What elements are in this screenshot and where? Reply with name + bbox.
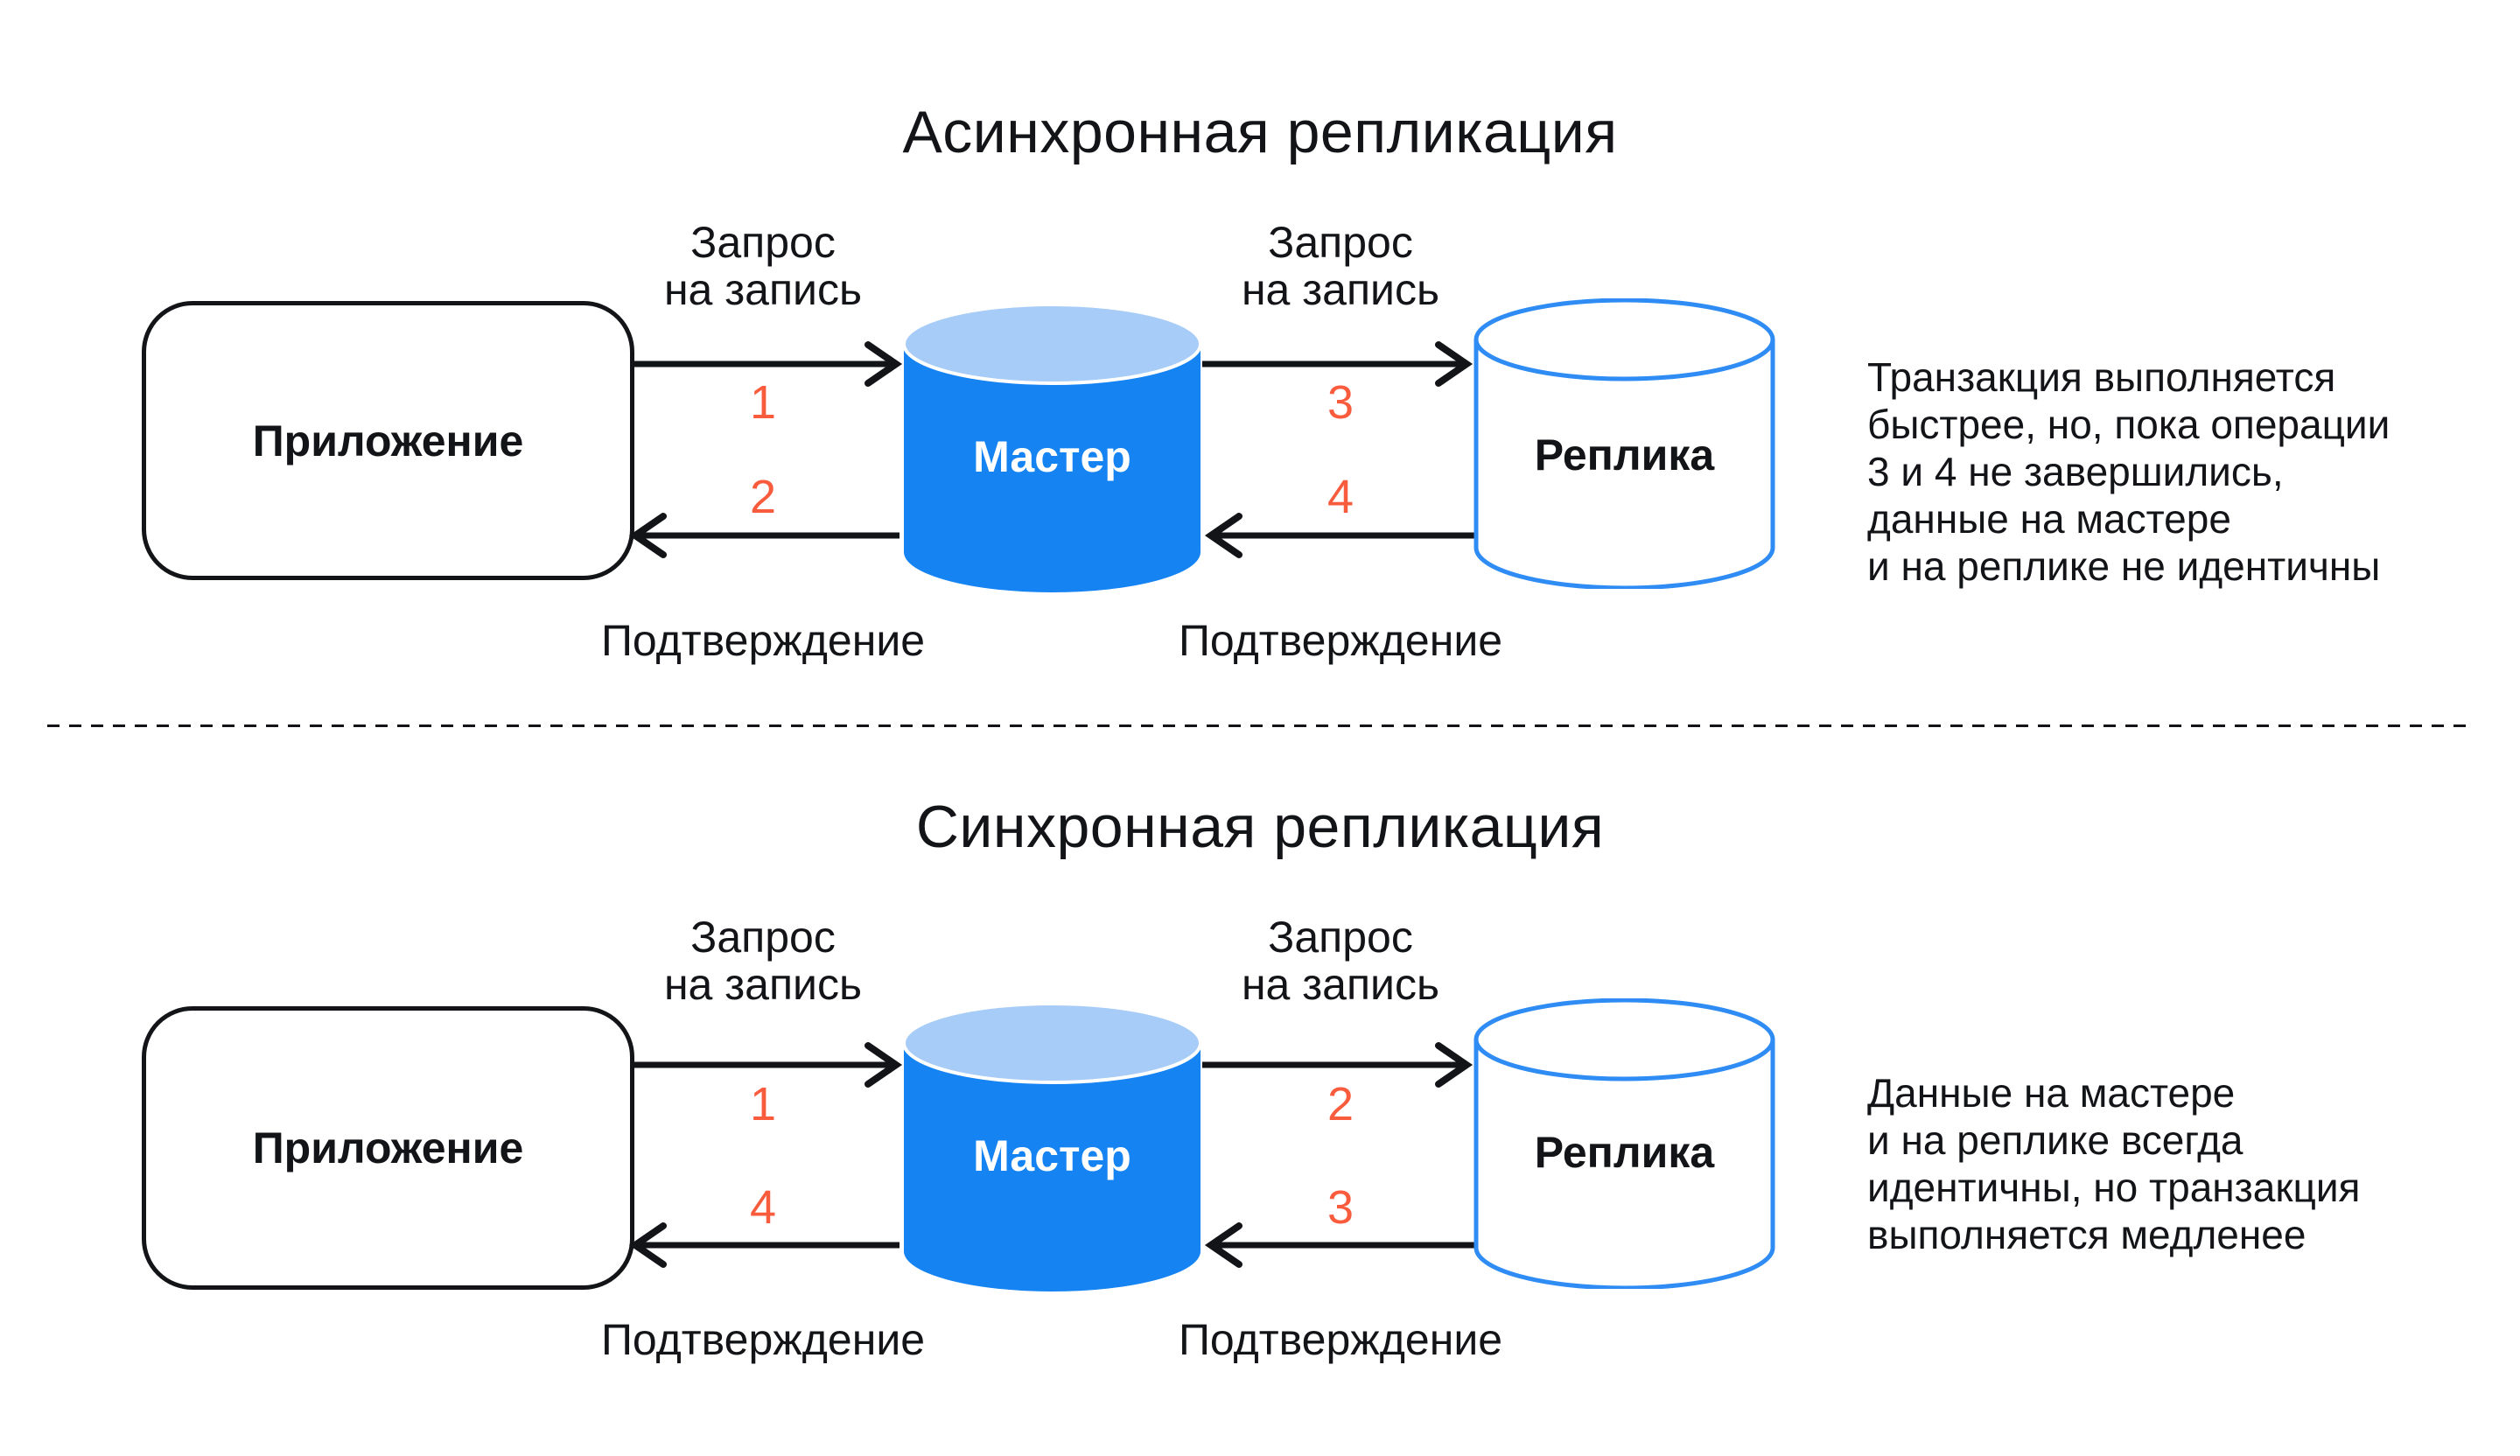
sync-right-ack-label: Подтверждение [1178, 1315, 1503, 1364]
step-number: 2 [1326, 1078, 1354, 1130]
async-left-write-request-label: Запрос на запись [663, 218, 863, 314]
async-arrow-master-to-app [628, 513, 900, 558]
note-line: 3 и 4 не завершились, [1867, 449, 2284, 494]
async-left-ack-label: Подтверждение [600, 616, 926, 665]
step-number: 4 [1326, 471, 1354, 523]
master-label: Мастер [973, 432, 1131, 481]
async-right-write-request-label: Запрос на запись [1241, 218, 1440, 314]
async-arrow-master-to-replica [1202, 341, 1474, 387]
replica-database-cylinder [1474, 298, 1775, 589]
sync-section-title: Синхронная репликация [915, 794, 1605, 860]
master-label: Мастер [973, 1131, 1131, 1180]
step-number: 3 [1326, 376, 1354, 429]
dashed-divider [47, 724, 2471, 727]
replica-label: Реплика [1534, 1128, 1715, 1177]
sync-left-write-request-label: Запрос на запись [663, 913, 863, 1009]
replica-database-cylinder [1474, 998, 1775, 1289]
application-label: Приложение [252, 416, 524, 466]
sync-application-box: Приложение [142, 1006, 634, 1290]
async-section-title: Асинхронная репликация [902, 99, 1618, 165]
async-arrow-app-to-master [632, 341, 903, 387]
sync-arrow-replica-to-master [1204, 1222, 1475, 1268]
step-number: 4 [749, 1181, 777, 1234]
sync-arrow-master-to-app [628, 1222, 900, 1268]
step-number: 1 [749, 1078, 777, 1130]
step-number: 1 [749, 376, 777, 429]
master-database-cylinder [902, 303, 1202, 592]
master-database-cylinder [902, 1002, 1202, 1292]
note-line: выполняется медленее [1867, 1212, 2306, 1257]
async-arrow-replica-to-master [1204, 513, 1475, 558]
note-line: быстрее, но, пока операции [1867, 402, 2390, 447]
note-line: и на реплике не идентичны [1867, 543, 2381, 589]
note-line: и на реплике всегда [1867, 1117, 2244, 1163]
sync-left-ack-label: Подтверждение [600, 1315, 926, 1364]
async-right-ack-label: Подтверждение [1178, 616, 1503, 665]
application-label: Приложение [252, 1124, 524, 1172]
async-note: Транзакция выполняется быстрее, но, пока… [1867, 354, 2390, 590]
sync-arrow-app-to-master [632, 1042, 903, 1088]
replica-label: Реплика [1534, 430, 1715, 480]
step-number: 3 [1326, 1181, 1354, 1234]
note-line: идентичны, но транзакция [1867, 1165, 2361, 1210]
async-application-box: Приложение [142, 301, 634, 580]
step-number: 2 [749, 471, 777, 523]
sync-right-write-request-label: Запрос на запись [1241, 913, 1440, 1009]
sync-arrow-master-to-replica [1202, 1042, 1474, 1088]
note-line: данные на мастере [1867, 496, 2231, 542]
note-line: Транзакция выполняется [1867, 354, 2336, 400]
note-line: Данные на мастере [1867, 1070, 2236, 1116]
sync-note: Данные на мастере и на реплике всегда ид… [1867, 1069, 2360, 1258]
